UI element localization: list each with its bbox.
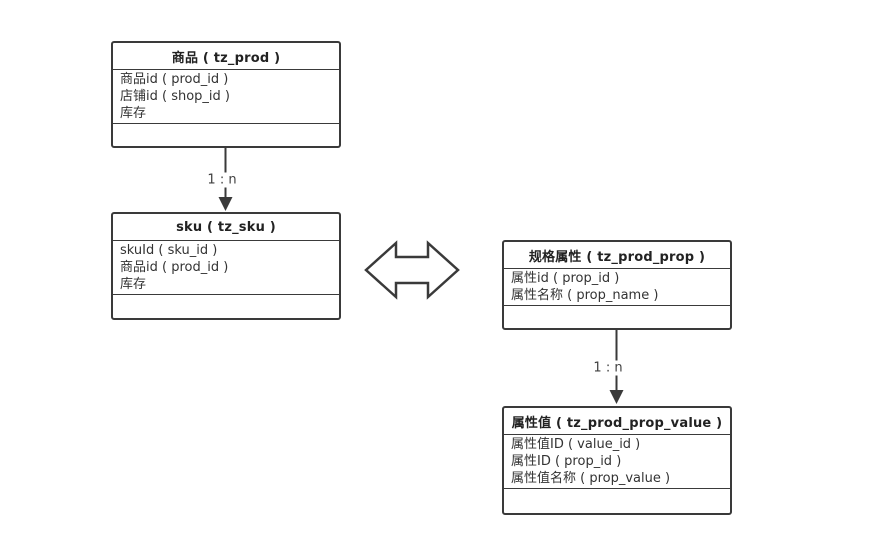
field-row: 属性ID ( prop_id ) <box>511 454 622 469</box>
field-row: 属性值名称 ( prop_value ) <box>511 471 671 486</box>
entity-title: 商品 ( tz_prod ) <box>113 43 339 70</box>
entity-table-prod-prop: 规格属性 ( tz_prod_prop ) 属性id ( prop_id ) 属… <box>502 240 732 330</box>
arrowhead-down-icon <box>218 197 233 211</box>
entity-table-prod-prop-value: 属性值 ( tz_prod_prop_value ) 属性值ID ( value… <box>502 406 732 515</box>
field-row: 店铺id ( shop_id ) <box>120 89 230 104</box>
entity-empty-section <box>113 124 339 146</box>
entity-title: 属性值 ( tz_prod_prop_value ) <box>504 408 730 435</box>
field-row: 商品id ( prod_id ) <box>120 72 229 87</box>
entity-title: sku ( tz_sku ) <box>113 214 339 241</box>
cardinality-label: 1 : n <box>590 360 626 376</box>
field-row: skuId ( sku_id ) <box>120 243 218 258</box>
field-row: 库存 <box>120 277 147 292</box>
entity-empty-section <box>504 489 730 513</box>
field-row: 属性值ID ( value_id ) <box>511 437 641 452</box>
entity-empty-section <box>113 295 339 318</box>
entity-empty-section <box>504 306 730 328</box>
entity-table-sku: sku ( tz_sku ) skuId ( sku_id ) 商品id ( p… <box>111 212 341 320</box>
entity-fields: 商品id ( prod_id ) 店铺id ( shop_id ) 库存 <box>113 70 339 124</box>
entity-fields: skuId ( sku_id ) 商品id ( prod_id ) 库存 <box>113 241 339 295</box>
field-row: 商品id ( prod_id ) <box>120 260 229 275</box>
field-row: 库存 <box>120 106 147 121</box>
entity-table-prod: 商品 ( tz_prod ) 商品id ( prod_id ) 店铺id ( s… <box>111 41 341 148</box>
double-arrow-icon <box>364 240 460 300</box>
arrowhead-down-icon <box>609 390 624 404</box>
field-row: 属性名称 ( prop_name ) <box>511 288 659 303</box>
entity-fields: 属性id ( prop_id ) 属性名称 ( prop_name ) <box>504 269 730 306</box>
field-row: 属性id ( prop_id ) <box>511 271 620 286</box>
entity-title: 规格属性 ( tz_prod_prop ) <box>504 242 730 269</box>
entity-fields: 属性值ID ( value_id ) 属性ID ( prop_id ) 属性值名… <box>504 435 730 489</box>
cardinality-label: 1 : n <box>204 172 240 188</box>
